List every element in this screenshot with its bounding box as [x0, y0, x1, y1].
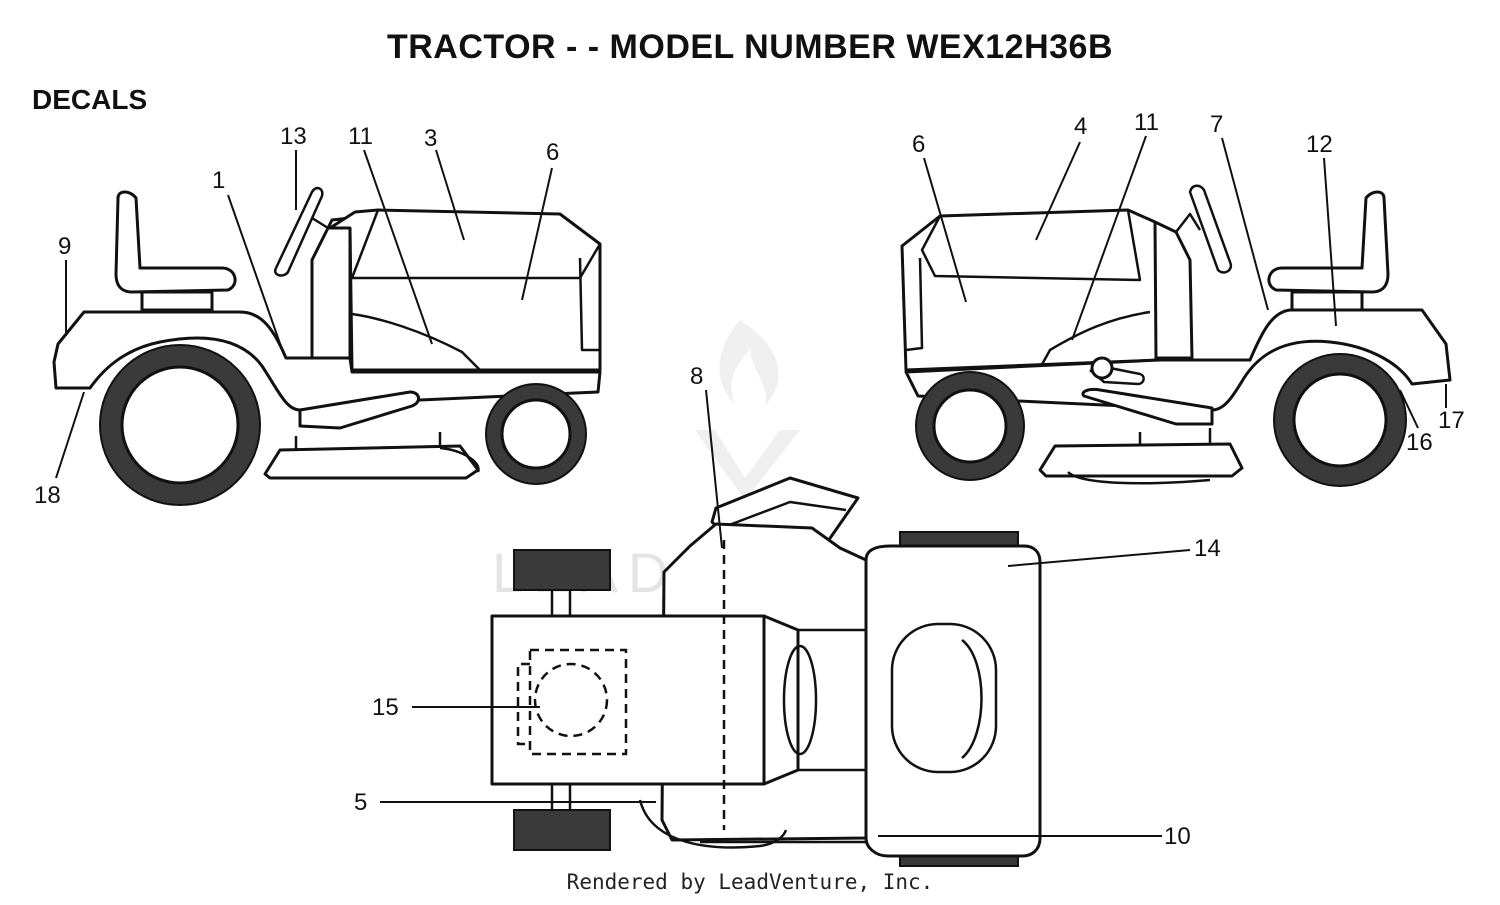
- callout-17: 17: [1438, 407, 1465, 434]
- callout-labels: 1 13 11 3 6 9 18 6 4 11 7 12 16 17 8 14 …: [34, 109, 1465, 850]
- callout-4: 4: [1074, 113, 1087, 140]
- callout-11-left: 11: [348, 123, 373, 150]
- callout-8: 8: [690, 363, 703, 390]
- diagram-title: TRACTOR - - MODEL NUMBER WEX12H36B: [386, 28, 1114, 66]
- callout-13: 13: [280, 123, 307, 150]
- tractor-left-view: [52, 186, 602, 506]
- callout-5: 5: [354, 789, 367, 816]
- callout-9: 9: [58, 233, 71, 260]
- callout-6-left: 6: [546, 139, 559, 166]
- callout-6-right: 6: [912, 131, 925, 158]
- callout-18: 18: [34, 482, 61, 509]
- callout-15: 15: [372, 694, 399, 721]
- tractor-top-view: [490, 476, 1042, 867]
- callout-1: 1: [212, 167, 225, 194]
- callout-10: 10: [1164, 823, 1191, 850]
- tractor-right-view: [900, 184, 1452, 487]
- section-label: DECALS: [32, 84, 148, 115]
- leader-lines: [55, 135, 1447, 837]
- callout-11-right: 11: [1134, 109, 1159, 136]
- callout-12: 12: [1306, 131, 1333, 158]
- callout-7: 7: [1210, 111, 1223, 138]
- callout-3: 3: [424, 125, 437, 152]
- callout-14: 14: [1194, 535, 1221, 562]
- callout-16: 16: [1406, 429, 1433, 456]
- footer-credit: Rendered by LeadVenture, Inc.: [566, 870, 934, 894]
